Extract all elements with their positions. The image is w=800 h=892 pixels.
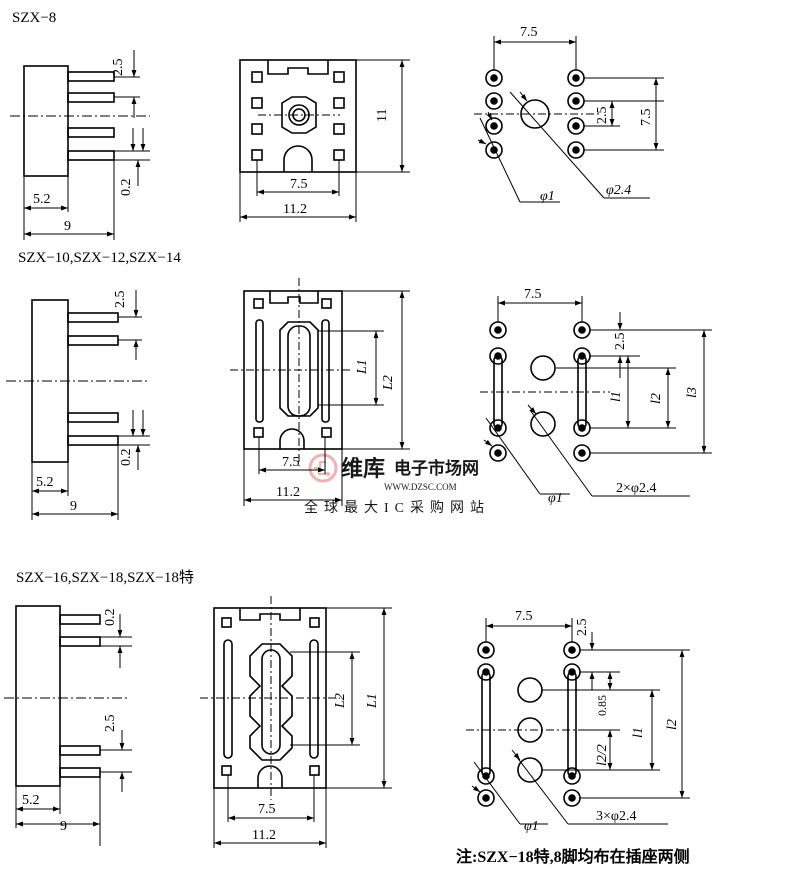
dim-pitch: 2.5 (613, 333, 628, 351)
dim-l2: l2 (665, 719, 680, 730)
dim-span: 7.5 (524, 287, 542, 302)
dim-height: 11 (375, 109, 390, 122)
section-szx10-14: SZX−10,SZX−12,SZX−14 2.5 0.2 5.2 (6, 250, 712, 520)
dim-span: 7.5 (515, 609, 533, 624)
dim-big-hole: φ2.4 (606, 183, 631, 198)
watermark: 维库 电子市场网 WWW.DZSC.COM 全球最大IC采购网站 (304, 453, 490, 516)
dim-pitch: 2.5 (103, 715, 118, 733)
dim-pitch: 2.5 (113, 291, 128, 309)
dim-hole: φ1 (524, 819, 539, 834)
dim-l2-half: l2/2 (595, 744, 610, 766)
dim-pin: 0.2 (103, 609, 118, 627)
dim-pitch: 7.5 (282, 455, 300, 470)
pin-layout (466, 618, 690, 825)
dim-L1: L1 (365, 693, 380, 709)
dim-rows: 7.5 (639, 109, 654, 127)
dim-width: 11.2 (283, 202, 307, 217)
watermark-brand: 维库 (341, 456, 385, 481)
dim-pitch: 2.5 (111, 59, 126, 77)
section-title: SZX−10,SZX−12,SZX−14 (18, 250, 181, 266)
watermark-url: WWW.DZSC.COM (384, 482, 457, 492)
side-view (4, 605, 132, 846)
top-view (239, 59, 410, 222)
dim-pitch: 7.5 (290, 177, 308, 192)
dim-total: 9 (60, 819, 67, 834)
dim-L2: L2 (333, 693, 348, 709)
dim-pitch: 7.5 (258, 802, 276, 817)
pin-layout (480, 296, 712, 497)
dim-pitch: 2.5 (595, 107, 610, 125)
section-title: SZX−8 (12, 10, 56, 26)
dim-big-hole: 2×φ2.4 (616, 481, 656, 496)
footnote: 注:SZX−18特,8脚均布在插座两侧 (456, 847, 690, 866)
dim-hole: φ1 (548, 491, 563, 506)
dim-pin: 0.2 (119, 179, 134, 197)
dim-width: 11.2 (276, 485, 300, 500)
side-view (10, 50, 150, 240)
dim-l1: l1 (631, 727, 646, 738)
dim-small: 0.85 (595, 695, 609, 716)
dim-l3: l3 (685, 387, 700, 398)
dim-total: 9 (70, 499, 77, 514)
watermark-logo-icon (308, 453, 338, 483)
section-szx16-18: SZX−16,SZX−18,SZX−18特 0.2 2.5 5.2 9 (4, 569, 690, 848)
dim-L1: L1 (355, 359, 370, 375)
dim-total: 9 (64, 219, 71, 234)
dim-l2: l2 (649, 393, 664, 404)
section-title: SZX−16,SZX−18,SZX−18特 (16, 569, 194, 586)
watermark-slogan: 全球最大IC采购网站 (304, 499, 490, 516)
dim-body: 5.2 (36, 475, 54, 490)
dim-big-hole: 3×φ2.4 (596, 809, 636, 824)
dim-body: 5.2 (22, 793, 40, 808)
dim-body: 5.2 (33, 192, 51, 207)
side-view (6, 290, 150, 520)
top-view (200, 596, 392, 848)
watermark-site: 电子市场网 (394, 458, 479, 478)
dim-L2: L2 (381, 375, 396, 391)
dim-pin: 0.2 (119, 449, 134, 467)
section-szx8: SZX−8 2.5 0.2 (10, 10, 664, 240)
dim-hole: φ1 (540, 189, 555, 204)
dim-l1: l1 (609, 391, 624, 402)
pin-layout (474, 36, 664, 203)
dim-span: 7.5 (520, 25, 538, 40)
dim-width: 11.2 (252, 828, 276, 843)
dim-pitch: 2.5 (575, 619, 590, 637)
top-view (230, 278, 410, 506)
